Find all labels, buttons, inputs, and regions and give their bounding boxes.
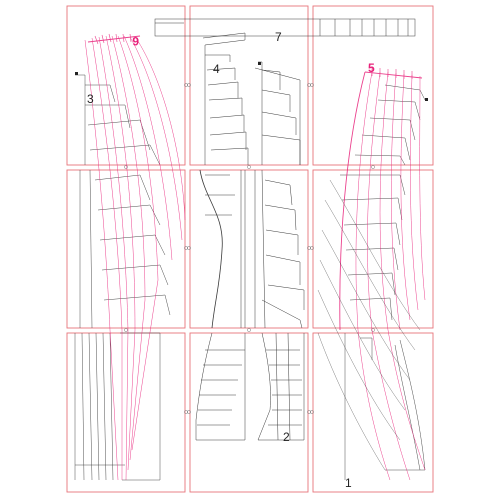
piece-label-4: 4 [213, 62, 220, 76]
tile-r1c2 [189, 5, 309, 166]
piece-label-7: 7 [275, 30, 282, 44]
piece-label-6: 6 [132, 34, 139, 48]
piece-2-panel [195, 332, 305, 441]
tile-r2c1 [66, 169, 186, 329]
small-annotations [75, 62, 428, 101]
tile-r2c2 [189, 169, 309, 329]
piece-6-pink-lines [84, 33, 186, 481]
piece-label-5: 5 [368, 61, 375, 75]
piece-5-pink-lines [339, 68, 426, 481]
piece-label-3: 3 [87, 92, 94, 106]
tile-r3c3 [312, 332, 434, 493]
tile-grid [66, 5, 434, 493]
piece-3-panel [74, 74, 171, 481]
piece-1-panel [340, 84, 426, 480]
piece-4-panel [202, 32, 301, 165]
alignment-marks [124, 83, 375, 414]
tile-r3c2 [189, 332, 309, 493]
piece-4-panel-mid [199, 169, 305, 329]
piece-1-curves [317, 179, 421, 471]
piece-7-strip [154, 18, 416, 37]
piece-label-1: 1 [345, 476, 352, 490]
piece-label-2: 2 [283, 430, 290, 444]
tile-r1c3 [312, 5, 434, 166]
tile-r2c3 [312, 169, 434, 329]
tile-r1c1 [66, 5, 186, 166]
